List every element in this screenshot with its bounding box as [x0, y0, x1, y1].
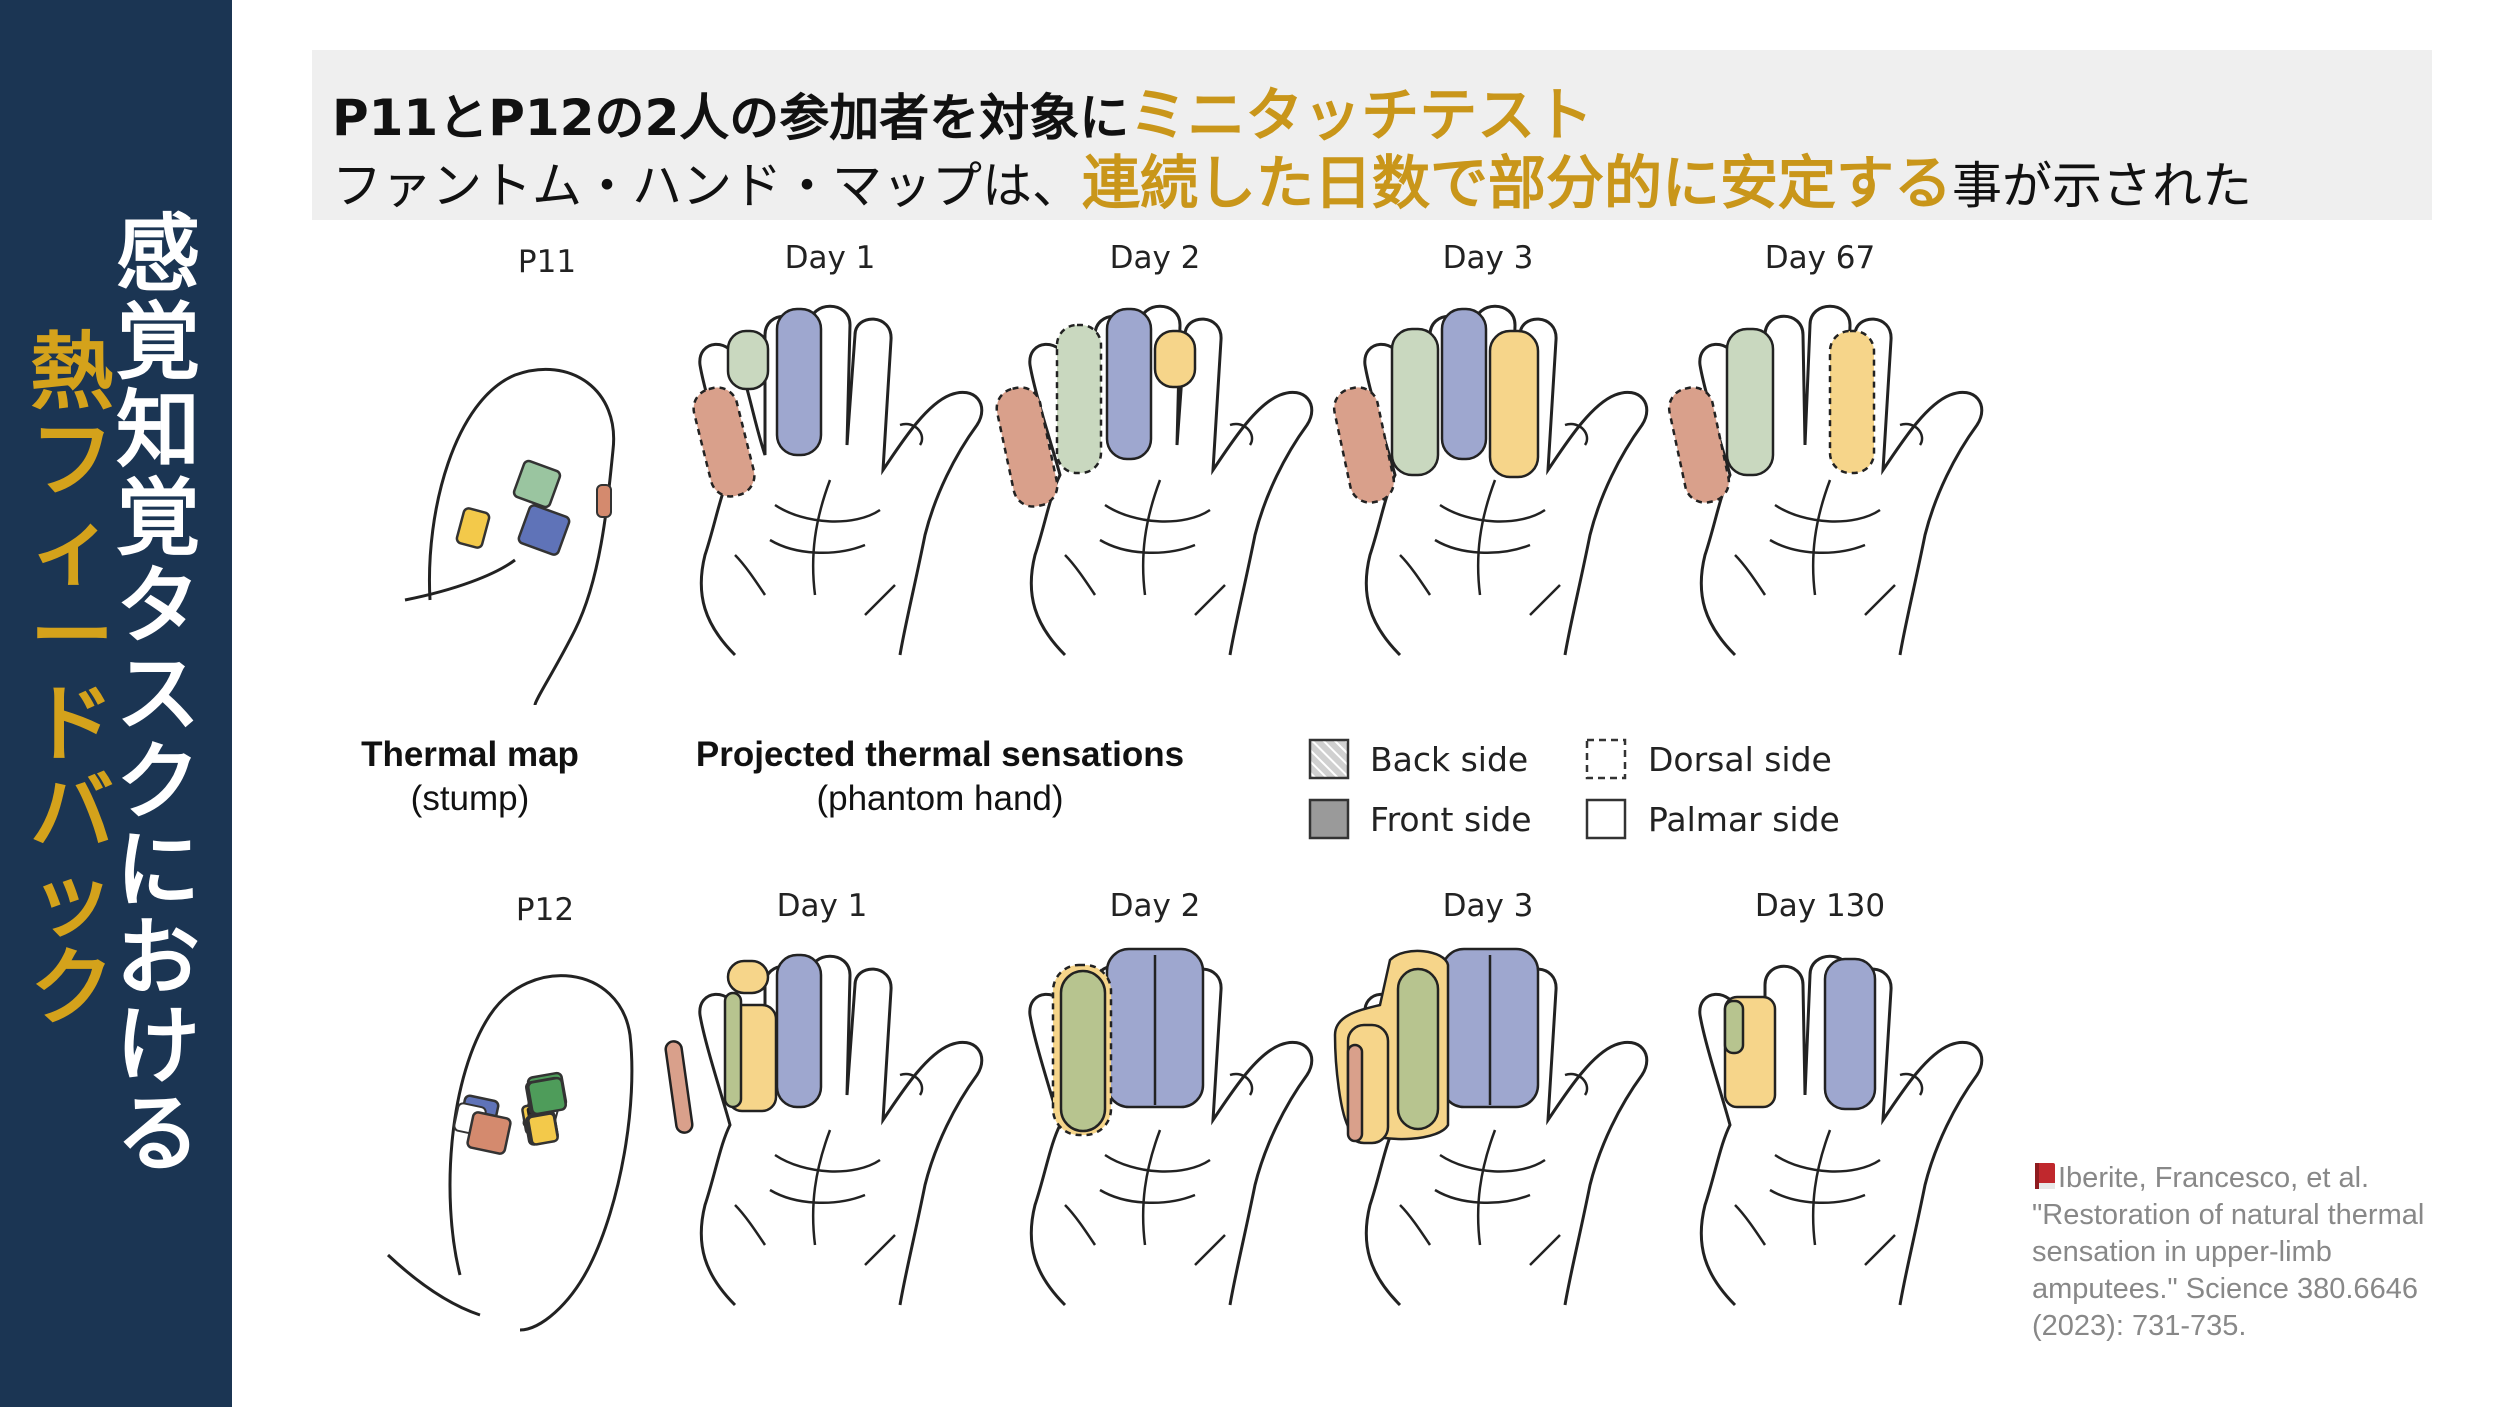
phantom-hand-p11-day3: [1332, 304, 1649, 657]
phantom-hand-p12-day2: [1028, 947, 1314, 1307]
title-char: タ: [116, 557, 201, 655]
day-label: Day 2: [1109, 240, 1201, 276]
legend-dorsal-label: Dorsal side: [1648, 740, 1832, 779]
phantom-hand-p11-day2: [995, 304, 1314, 657]
title-char: ス: [116, 645, 201, 743]
participant-label-p12: P12: [515, 892, 575, 928]
caption-projected: Projected thermal sensations (phantom ha…: [696, 735, 1184, 819]
subtitle-char: フ: [30, 411, 115, 509]
stump-p12: [386, 974, 634, 1332]
caption-projected-sub: (phantom hand): [816, 779, 1064, 818]
phantom-hand-p11-day67: [1667, 304, 1984, 657]
header-line-2-highlight: 連続した日数で部分的に安定する: [1082, 149, 1953, 217]
caption-thermal-map-title: Thermal map: [361, 735, 579, 774]
header-line-1-highlight: ミニタッチテスト: [1129, 81, 1594, 149]
header-line-2-tail: 事が示された: [1952, 157, 2253, 215]
title-char: 知: [116, 381, 201, 479]
title-char: お: [116, 909, 201, 1007]
legend-palmar-swatch: [1585, 798, 1627, 840]
title-char: る: [116, 1085, 201, 1183]
day-label: Day 2: [1109, 888, 1201, 924]
legend-palmar-label: Palmar side: [1648, 800, 1840, 839]
title-char: 感: [116, 205, 201, 303]
day-label: Day 3: [1442, 888, 1534, 924]
day-label: Day 130: [1754, 888, 1886, 924]
header-banner: P11とP12の2人の参加者を対象にミニタッチテスト ファントム・ハンド・マップ…: [312, 50, 2432, 220]
day-label: Day 3: [1442, 240, 1534, 276]
header-line-2-text: ファントム・ハンド・マップは、: [332, 157, 1082, 215]
sidebar: 感覚知覚タスクにおける 熱フィードバック: [0, 0, 232, 1407]
subtitle-char: ッ: [30, 851, 115, 949]
day-label: Day 67: [1764, 240, 1876, 276]
title-char: け: [116, 997, 201, 1095]
title-char: 覚: [116, 469, 201, 567]
book-icon: [2035, 1163, 2055, 1189]
citation: Iberite, Francesco, et al. "Restoration …: [2032, 1160, 2462, 1345]
legend-front-swatch: [1308, 798, 1350, 840]
legend-front-label: Front side: [1370, 800, 1532, 839]
legend-back-swatch: [1308, 738, 1350, 780]
title-char: 覚: [116, 293, 201, 391]
caption-projected-title: Projected thermal sensations: [695, 735, 1185, 774]
caption-thermal-map: Thermal map (stump): [361, 735, 579, 819]
title-char: ク: [116, 733, 201, 831]
header-line-1: P11とP12の2人の参加者を対象にミニタッチテスト: [332, 68, 1593, 152]
stump-p11: [404, 367, 616, 706]
header-line-2: ファントム・ハンド・マップは、連続した日数で部分的に安定する事が示された: [332, 136, 2252, 220]
subtitle-char: ド: [30, 675, 115, 773]
phantom-hand-p12-day3: [1333, 947, 1649, 1307]
day-label: Day 1: [784, 240, 876, 276]
vertical-title: 感覚知覚タスクにおける: [116, 212, 200, 1180]
subtitle-char: ィ: [30, 499, 115, 597]
legend-back-label: Back side: [1370, 740, 1529, 779]
vertical-subtitle: 熱フィードバック: [30, 330, 114, 1034]
citation-text: Iberite, Francesco, et al. "Restoration …: [2032, 1162, 2425, 1342]
subtitle-char: ク: [30, 939, 115, 1037]
legend-dorsal-swatch: [1585, 738, 1627, 780]
header-line-1-text: P11とP12の2人の参加者を対象に: [332, 89, 1130, 147]
title-char: に: [116, 821, 201, 919]
subtitle-char: ー: [30, 587, 115, 685]
participant-label-p11: P11: [517, 244, 577, 280]
phantom-hand-p11-day1: [692, 304, 984, 657]
subtitle-char: 熱: [30, 323, 115, 421]
subtitle-char: バ: [30, 763, 115, 861]
day-label: Day 1: [776, 888, 868, 924]
phantom-hand-p12-day130: [1698, 954, 1984, 1307]
phantom-hand-p12-day1: [664, 953, 984, 1307]
caption-thermal-map-sub: (stump): [410, 779, 530, 818]
